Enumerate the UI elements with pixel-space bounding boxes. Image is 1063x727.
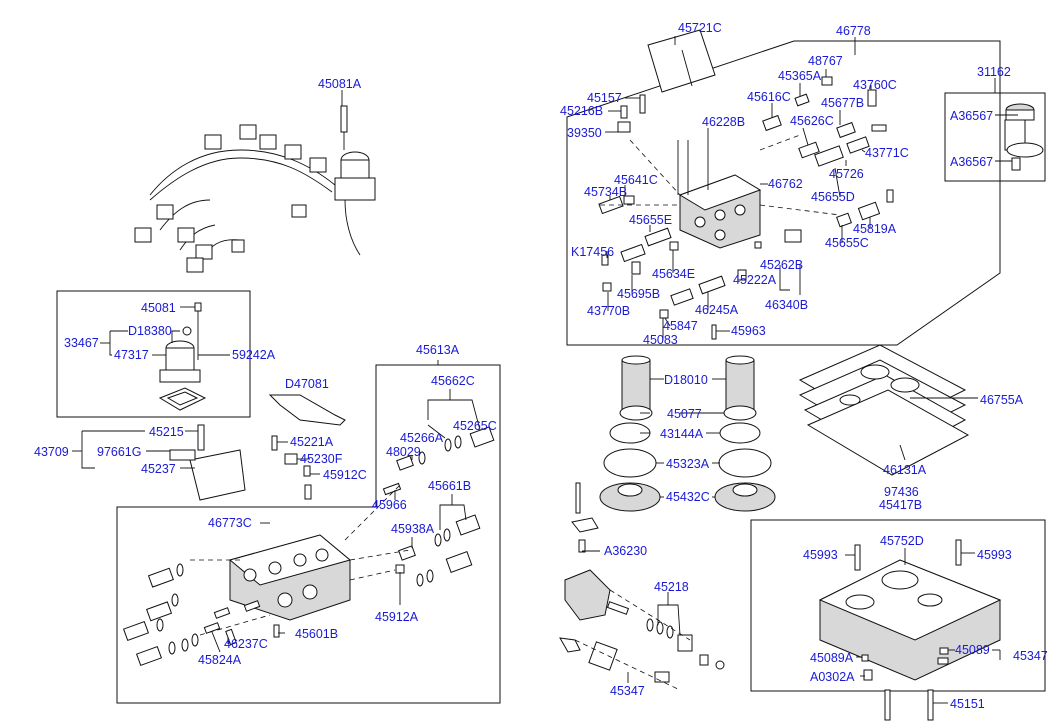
label-A36230: A36230 (604, 544, 647, 558)
label-48767: 48767 (808, 54, 843, 68)
label-43144A: 43144A (660, 427, 704, 441)
label-45222A: 45222A (733, 273, 777, 287)
label-45824A: 45824A (198, 653, 242, 667)
wiring-harness (134, 105, 376, 273)
label-59242A: 59242A (232, 348, 276, 362)
label-45938A: 45938A (391, 522, 435, 536)
label-45912C: 45912C (323, 468, 367, 482)
label-46755A: 46755A (980, 393, 1024, 407)
pump-31162-group (1004, 103, 1044, 171)
label-45417B: 45417B (879, 498, 922, 512)
label-45081A: 45081A (318, 77, 362, 91)
label-D18010: D18010 (664, 373, 708, 387)
label-45655E: 45655E (629, 213, 672, 227)
label-A36567-top: A36567 (950, 109, 993, 123)
label-43760C: 43760C (853, 78, 897, 92)
label-45655C: 45655C (825, 236, 869, 250)
label-A36567-bottom: A36567 (950, 155, 993, 169)
label-45912A: 45912A (375, 610, 419, 624)
label-45215: 45215 (149, 425, 184, 439)
label-45655D: 45655D (811, 190, 855, 204)
label-46131A: 46131A (883, 463, 927, 477)
label-39350: 39350 (567, 126, 602, 140)
label-46245A: 46245A (695, 303, 739, 317)
label-46773C: 46773C (208, 516, 252, 530)
label-45601B: 45601B (295, 627, 338, 641)
label-45081: 45081 (141, 301, 176, 315)
label-45265C: 45265C (453, 419, 497, 433)
frame-33467-box (56, 290, 251, 418)
label-45993-right: 45993 (977, 548, 1012, 562)
label-D18380: D18380 (128, 324, 172, 338)
label-45089: 45089 (955, 643, 990, 657)
label-45966: 45966 (372, 498, 407, 512)
label-45077: 45077 (667, 407, 702, 421)
label-46762: 46762 (768, 177, 803, 191)
label-47317: 47317 (114, 348, 149, 362)
label-97436: 97436 (884, 485, 919, 499)
label-45726: 45726 (829, 167, 864, 181)
label-45626C: 45626C (790, 114, 834, 128)
label-45819A: 45819A (853, 222, 897, 236)
label-45323A: 45323A (666, 457, 710, 471)
label-46228B: 46228B (702, 115, 745, 129)
frame-45417B-box (750, 519, 1046, 692)
valve-body-45613A-group (122, 394, 495, 667)
label-45221A: 45221A (290, 435, 334, 449)
label-31162: 31162 (977, 65, 1011, 79)
label-45752D: 45752D (880, 534, 924, 548)
label-45661B: 45661B (428, 479, 471, 493)
label-46237C: 46237C (224, 637, 268, 651)
label-33467: 33467 (64, 336, 99, 350)
label-45230F: 45230F (300, 452, 343, 466)
label-45695B: 45695B (617, 287, 660, 301)
label-A0302A: A0302A (810, 670, 855, 684)
label-K17456: K17456 (571, 245, 614, 259)
label-45157: 45157 (587, 91, 622, 105)
label-45083: 45083 (643, 333, 678, 347)
solenoid-33467-group (158, 302, 207, 411)
label-45993-left: 45993 (803, 548, 838, 562)
label-43770B: 43770B (587, 304, 630, 318)
label-97661G: 97661G (97, 445, 141, 459)
label-45963: 45963 (731, 324, 766, 338)
lower-valve-body-45417B-group (818, 539, 1002, 721)
label-45616C: 45616C (747, 90, 791, 104)
label-43709: 43709 (34, 445, 69, 459)
label-45613A: 45613A (416, 343, 460, 357)
label-45677B: 45677B (821, 96, 864, 110)
label-45266A: 45266A (400, 431, 444, 445)
label-43771C: 43771C (865, 146, 909, 160)
frame-46778-box (566, 40, 1001, 346)
part-labels: 45081A 45081 D18380 33467 47317 59242A 4… (34, 21, 1048, 711)
label-45847: 45847 (663, 319, 698, 333)
label-45218: 45218 (654, 580, 689, 594)
label-45089A: 45089A (810, 651, 854, 665)
label-45734B: 45734B (584, 185, 627, 199)
label-48029: 48029 (386, 445, 421, 459)
label-45641C: 45641C (614, 173, 658, 187)
label-45432C: 45432C (666, 490, 710, 504)
label-D47081: D47081 (285, 377, 329, 391)
plate-stack-group (798, 344, 970, 476)
label-45365A: 45365A (778, 69, 822, 83)
leader-lines (72, 36, 1018, 704)
label-46340B: 46340B (765, 298, 808, 312)
label-45262B: 45262B (760, 258, 803, 272)
label-46778: 46778 (836, 24, 871, 38)
label-45347-bottom: 45347 (610, 684, 645, 698)
label-45151: 45151 (950, 697, 985, 711)
label-45216B: 45216B (560, 104, 603, 118)
filter-seal-group (599, 355, 776, 512)
label-45662C: 45662C (431, 374, 475, 388)
valve-body-46778-group (598, 29, 894, 340)
label-45237: 45237 (141, 462, 176, 476)
label-45347-right: 45347 (1013, 649, 1048, 663)
frame-45613A-box (116, 364, 501, 704)
manual-valve-45218-group (559, 482, 725, 691)
label-45634E: 45634E (652, 267, 695, 281)
label-45721C: 45721C (678, 21, 722, 35)
